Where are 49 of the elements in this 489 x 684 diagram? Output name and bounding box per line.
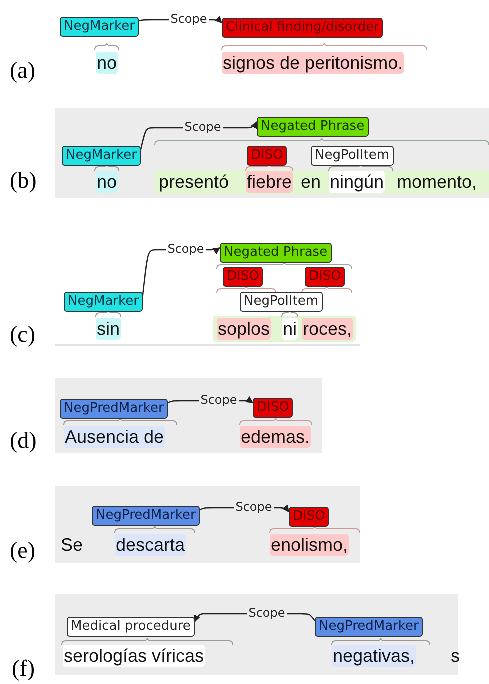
annotation-tag: NegPredMarker — [92, 506, 200, 526]
highlighted-word: no — [96, 171, 118, 193]
highlighted-word: ni — [282, 318, 298, 340]
highlighted-word: serologías víricas — [63, 645, 206, 667]
highlighted-word: descarta — [115, 534, 186, 556]
word: momento, — [396, 171, 478, 193]
word: presentó — [158, 171, 230, 193]
highlighted-word: edemas. — [240, 426, 312, 448]
word: Se — [60, 534, 84, 556]
edge-label: Scope — [198, 393, 240, 407]
annotation-tag: NegMarker — [62, 146, 141, 166]
panel-label: (b) — [10, 168, 37, 194]
highlighted-word: Ausencia de — [64, 426, 166, 448]
panel-label: (d) — [10, 428, 37, 454]
annotation-tag: DISO — [223, 267, 264, 287]
highlighted-word: signos de peritonismo. — [222, 52, 404, 74]
highlighted-word: fiebre — [246, 171, 294, 193]
annotation-tag: NegPredMarker — [60, 399, 168, 419]
edge-label: Scope — [182, 120, 224, 134]
annotation-tag: DISO — [305, 267, 346, 287]
edge-label: Scope — [234, 500, 274, 514]
annotation-tag: DISO — [253, 398, 294, 418]
annotation-tag: Clinical finding/disorder — [222, 18, 384, 38]
word: s — [450, 645, 461, 667]
annotation-tag: DISO — [289, 507, 330, 527]
annotation-tag: DISO — [247, 146, 288, 166]
highlighted-word: ningún — [329, 171, 386, 193]
highlighted-word: soplos — [217, 318, 272, 340]
edge-label: Scope — [168, 12, 210, 26]
annotation-tag: NegMarker — [64, 292, 143, 312]
panel-label: (a) — [10, 58, 36, 84]
annotation-tag: Medical procedure — [67, 617, 195, 637]
annotation-tag: Negated Phrase — [220, 243, 332, 263]
panel-label: (f) — [12, 656, 35, 682]
annotation-tag: NegPolItem — [311, 146, 394, 166]
panel-label: (c) — [10, 322, 36, 348]
edge-label: Scope — [246, 606, 288, 620]
panel-label: (e) — [10, 538, 36, 564]
annotation-tag: NegPolItem — [240, 292, 323, 312]
annotation-tag: NegMarker — [60, 17, 139, 37]
highlighted-word: no — [96, 52, 118, 74]
highlighted-word: sin — [96, 318, 122, 340]
highlighted-word: negativas, — [332, 645, 416, 667]
annotation-tag: Negated Phrase — [257, 117, 369, 137]
word: en — [300, 171, 322, 193]
highlighted-word: enolismo, — [270, 534, 350, 556]
highlighted-word: roces, — [302, 318, 354, 340]
annotation-tag: NegPredMarker — [315, 617, 423, 637]
edge-label: Scope — [166, 242, 206, 256]
